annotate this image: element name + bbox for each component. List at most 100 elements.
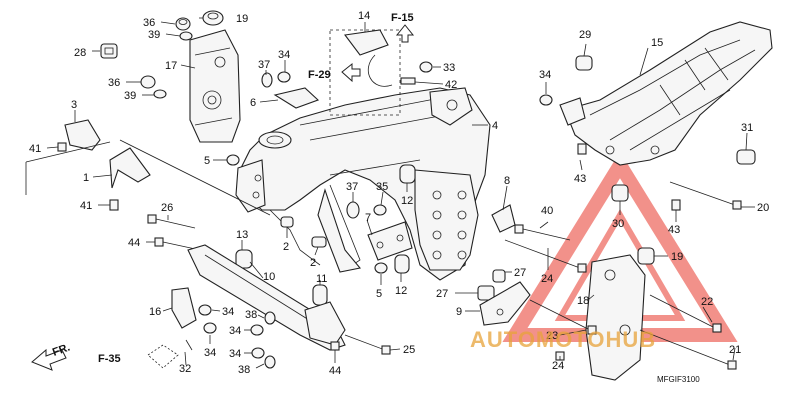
callout-5: 5 bbox=[376, 288, 382, 300]
callout-34: 34 bbox=[229, 325, 241, 337]
rear-subframe-part-15 bbox=[559, 21, 773, 166]
callout-15: 15 bbox=[651, 37, 663, 49]
callout-34: 34 bbox=[222, 306, 234, 318]
callout-11: 11 bbox=[316, 273, 327, 285]
callout-44: 44 bbox=[128, 237, 140, 249]
arrow-f15-icon bbox=[395, 24, 415, 43]
plate-part-9 bbox=[479, 281, 531, 326]
bolt-part-43-a bbox=[577, 143, 587, 155]
plate-part-38-upright bbox=[304, 301, 346, 346]
bolt-part-24-mid bbox=[504, 239, 587, 273]
ref-box-f35 bbox=[147, 344, 179, 369]
bolt-part-41-top bbox=[57, 142, 67, 152]
nut-part-34-d bbox=[250, 324, 264, 336]
plate-part-7 bbox=[367, 221, 413, 261]
callout-10: 10 bbox=[263, 271, 275, 283]
bolt-part-42 bbox=[400, 77, 416, 85]
callout-38: 38 bbox=[245, 309, 257, 321]
callout-34: 34 bbox=[539, 69, 551, 81]
main-frame-part-4 bbox=[235, 87, 491, 281]
hook-part bbox=[367, 54, 393, 87]
watermark-text: AUTOMOTOHUB bbox=[470, 327, 655, 352]
collar-part-37-top bbox=[261, 72, 273, 88]
grommet-part-36-top bbox=[175, 17, 191, 31]
bolt-part-40 bbox=[514, 224, 571, 241]
collar-part-11 bbox=[312, 284, 328, 306]
callout-39: 39 bbox=[124, 90, 136, 102]
stay-part-1 bbox=[109, 147, 151, 189]
leader-lines bbox=[46, 17, 755, 369]
collar-part-13 bbox=[235, 249, 253, 269]
callout-26: 26 bbox=[161, 202, 173, 214]
callout-8: 8 bbox=[504, 175, 510, 187]
callout-39: 39 bbox=[148, 29, 160, 41]
bracket-part-16 bbox=[171, 287, 197, 329]
callout-42: 42 bbox=[445, 79, 457, 91]
reference-labels: F-15 F-29 F-35 FR. MFGIF3100 bbox=[51, 12, 700, 384]
callout-18: 18 bbox=[577, 295, 589, 307]
callout-16: 16 bbox=[149, 306, 161, 318]
callout-37: 37 bbox=[258, 59, 270, 71]
collar-part-2-a bbox=[280, 216, 294, 228]
clip-part-14 bbox=[344, 29, 389, 56]
callout-38: 38 bbox=[238, 364, 250, 376]
nut-part-34-rear bbox=[539, 94, 553, 106]
callout-34: 34 bbox=[229, 348, 241, 360]
bolt-part-21 bbox=[639, 329, 737, 370]
callout-14: 14 bbox=[358, 10, 370, 22]
callout-27: 27 bbox=[436, 288, 448, 300]
nut-part-34-top bbox=[277, 71, 291, 83]
nut-part-33 bbox=[419, 61, 433, 73]
bolt-part-25 bbox=[344, 334, 391, 355]
callout-44: 44 bbox=[329, 365, 341, 377]
collar-part-38-a bbox=[264, 311, 276, 325]
callout-31: 31 bbox=[741, 122, 753, 134]
callout-25: 25 bbox=[403, 344, 415, 356]
bolt-part-5-low bbox=[374, 262, 388, 274]
callout-4: 4 bbox=[492, 120, 498, 132]
callout-41: 41 bbox=[29, 143, 41, 155]
callout-21: 21 bbox=[729, 344, 741, 356]
diagram-code: MFGIF3100 bbox=[657, 375, 700, 384]
callout-23: 23 bbox=[546, 330, 558, 342]
callout-36: 36 bbox=[108, 77, 120, 89]
callout-19: 19 bbox=[671, 251, 683, 263]
collar-part-12-top bbox=[399, 164, 416, 184]
callout-28: 28 bbox=[74, 47, 86, 59]
callout-34: 34 bbox=[278, 49, 290, 61]
callout-43: 43 bbox=[574, 173, 586, 185]
bolt-part-5-top bbox=[226, 154, 240, 166]
clamp-part-31 bbox=[736, 149, 756, 165]
callout-37: 37 bbox=[346, 181, 358, 193]
callout-24: 24 bbox=[552, 360, 564, 372]
callout-22: 22 bbox=[701, 296, 713, 308]
collar-part-37-mid bbox=[346, 201, 360, 219]
callout-32: 32 bbox=[179, 363, 191, 375]
callout-3: 3 bbox=[71, 99, 77, 111]
callout-33: 33 bbox=[443, 62, 455, 74]
collar-part-19-rear bbox=[637, 247, 655, 265]
collar-part-27-a bbox=[492, 269, 506, 283]
callout-34: 34 bbox=[204, 347, 216, 359]
bolt-part-22 bbox=[649, 294, 722, 333]
callout-labels: 36 19 39 28 17 36 39 3 41 1 41 14 34 37 … bbox=[29, 10, 769, 377]
plate-part-18 bbox=[585, 254, 646, 381]
bolt-part-41-low bbox=[109, 199, 119, 211]
bolt-part-44-low bbox=[330, 341, 340, 351]
nut-part-34-e bbox=[251, 347, 265, 359]
callout-36: 36 bbox=[143, 17, 155, 29]
callout-40: 40 bbox=[541, 205, 553, 217]
collar-part-39-top bbox=[179, 31, 193, 41]
callout-41: 41 bbox=[80, 200, 92, 212]
front-arrow-icon bbox=[31, 348, 67, 371]
collar-part-2-b bbox=[311, 236, 327, 248]
nut-part-34-b bbox=[198, 304, 212, 316]
callout-29: 29 bbox=[579, 29, 591, 41]
collar-part-30 bbox=[611, 184, 629, 202]
callout-35: 35 bbox=[376, 181, 388, 193]
callout-7: 7 bbox=[365, 212, 371, 224]
bolt-part-26 bbox=[147, 214, 196, 229]
callout-6: 6 bbox=[250, 97, 256, 109]
bracket-part-6 bbox=[273, 87, 320, 109]
